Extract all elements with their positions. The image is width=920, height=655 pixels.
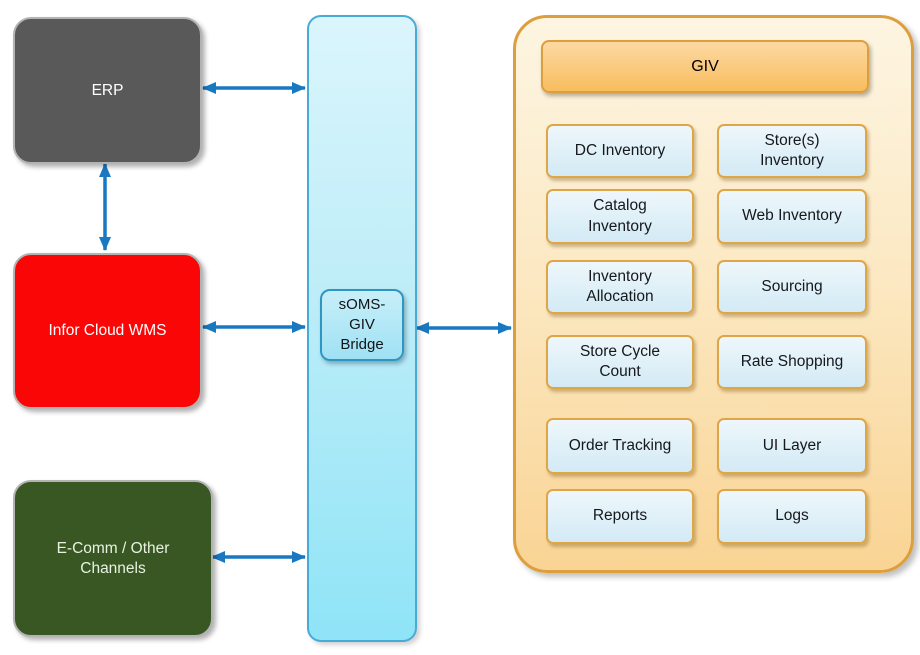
module-label: Reports (592, 507, 648, 525)
module-label: UI Layer (762, 436, 822, 454)
module-label: Rate Shopping (740, 352, 844, 370)
module-label: Inventory Allocation (586, 267, 654, 305)
module-catalog-inventory: Catalog Inventory (546, 189, 694, 244)
module-sourcing: Sourcing (717, 260, 867, 314)
module-inventory-allocation: Inventory Allocation (546, 260, 694, 314)
module-label: Catalog Inventory (588, 197, 652, 235)
module-order-tracking: Order Tracking (546, 418, 694, 474)
giv-panel: GIV DC Inventory Store(s) Inventory Cata… (513, 15, 914, 573)
module-label: Web Inventory (742, 207, 842, 225)
erp-node: ERP (13, 17, 202, 164)
module-label: DC Inventory (574, 141, 666, 159)
module-web-inventory: Web Inventory (717, 189, 867, 244)
module-stores-inventory: Store(s) Inventory (717, 124, 867, 178)
module-label: Store(s) Inventory (760, 131, 824, 169)
module-label: Order Tracking (568, 436, 672, 454)
soms-giv-bridge-node: sOMS-GIV Bridge (320, 289, 404, 361)
module-label: Logs (775, 507, 809, 525)
erp-label: ERP (91, 81, 124, 99)
infor-cloud-wms-label: Infor Cloud WMS (48, 322, 167, 340)
infor-cloud-wms-node: Infor Cloud WMS (13, 253, 202, 409)
giv-title-label: GIV (691, 57, 719, 75)
module-store-cycle-count: Store Cycle Count (546, 335, 694, 389)
ecomm-other-channels-label: E-Comm / Other Channels (56, 540, 170, 577)
giv-panel-title: GIV (541, 40, 869, 93)
module-dc-inventory: DC Inventory (546, 124, 694, 178)
module-rate-shopping: Rate Shopping (717, 335, 867, 389)
module-logs: Logs (717, 489, 867, 544)
module-reports: Reports (546, 489, 694, 544)
ecomm-other-channels-node: E-Comm / Other Channels (13, 480, 213, 637)
module-ui-layer: UI Layer (717, 418, 867, 474)
soms-giv-bridge-label: sOMS-GIV Bridge (338, 295, 386, 354)
module-label: Store Cycle Count (579, 342, 661, 380)
module-label: Sourcing (761, 277, 823, 295)
